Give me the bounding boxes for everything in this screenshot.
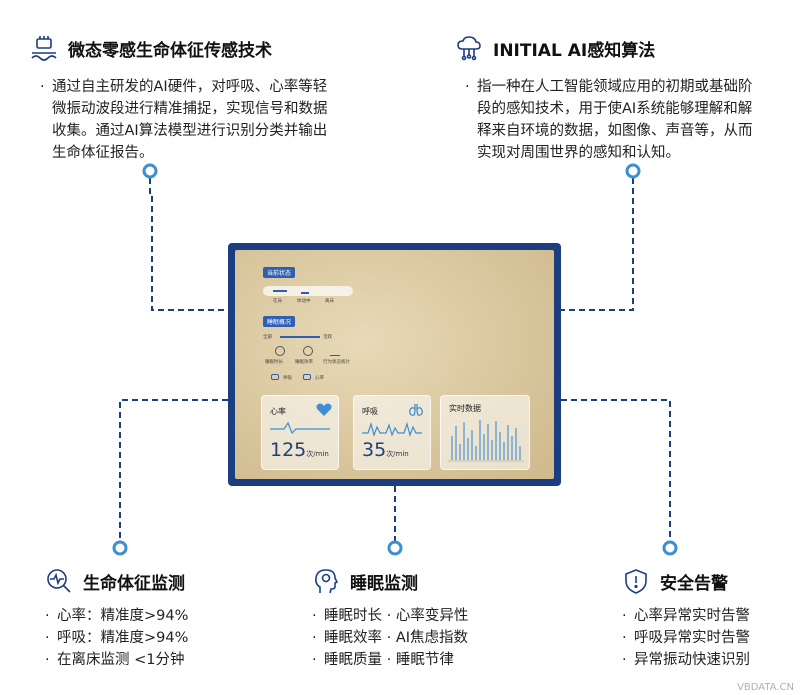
block-safety-alert-title: 安全告警 xyxy=(660,573,728,594)
heart-rate-unit: 次/min xyxy=(306,450,329,458)
sleep-label: 睡眠概况 xyxy=(263,316,296,327)
block-sleep-monitoring-title: 睡眠监测 xyxy=(350,573,418,594)
clock-icon xyxy=(275,346,285,356)
status-bar xyxy=(263,286,353,296)
heart-rate-card-label: 心率 xyxy=(270,407,286,416)
sleep-scale-left: 全部 xyxy=(263,335,272,340)
breath-tag: 呼吸 xyxy=(283,376,292,381)
block-safety-alert: 安全告警 ·心率异常实时告警 ·呼吸异常实时告警 ·异常振动快速识别 xyxy=(622,567,792,671)
vital-monitoring-item: 在离床监测 <1分钟 xyxy=(57,652,185,668)
node-bottom-mid xyxy=(387,540,403,556)
status-item: 在床 xyxy=(273,299,282,304)
sleep-monitoring-item: 睡眠质量 · 睡眠节律 xyxy=(324,652,454,668)
safety-alert-item: 心率异常实时告警 xyxy=(634,608,750,624)
block-vital-sensing-line: 通过自主研发的AI硬件，对呼吸、心率等轻 xyxy=(52,79,328,95)
cloud-network-icon xyxy=(455,34,483,62)
status-item: 体动中 xyxy=(297,299,311,304)
vital-monitoring-item: 心率：精准度>94% xyxy=(57,608,189,624)
breath-wave xyxy=(362,421,422,437)
vital-monitoring-item: 呼吸：精准度>94% xyxy=(57,630,189,646)
head-brain-icon xyxy=(312,567,340,595)
node-bottom-left xyxy=(112,540,128,556)
realtime-data-label: 实时数据 xyxy=(449,404,481,413)
heart-icon xyxy=(316,402,332,416)
block-vital-sensing-line: 收集。通过AI算法模型进行识别分类并输出 xyxy=(52,123,328,139)
vital-search-icon xyxy=(45,567,73,595)
block-ai-perception-line: 段的感知技术，用于使AI系统能够理解和解 xyxy=(477,101,753,117)
block-ai-perception-title: INITIAL AI感知算法 xyxy=(493,40,656,61)
connector-top-left xyxy=(149,178,228,311)
sleep-item: 睡眠时长 xyxy=(265,360,283,365)
status-item: 离床 xyxy=(325,299,334,304)
heart-tag: 心率 xyxy=(315,376,324,381)
safety-alert-item: 呼吸异常实时告警 xyxy=(634,630,750,646)
block-ai-perception-line: 释来自环境的数据，如图像、声音等，从而 xyxy=(477,123,753,139)
heart-tag-icon xyxy=(303,374,311,380)
lung-tag-icon xyxy=(271,374,279,380)
block-vital-sensing-line: 生命体征报告。 xyxy=(52,145,154,161)
heart-rate-card: 心率 125次/min xyxy=(261,395,339,470)
block-ai-perception-line: 实现对周围世界的感知和认知。 xyxy=(477,145,680,161)
block-vital-monitoring-title: 生命体征监测 xyxy=(83,573,185,594)
block-ai-perception: INITIAL AI感知算法 ·指一种在人工智能领域应用的初期或基础阶 段的感知… xyxy=(455,34,775,164)
lung-icon xyxy=(408,402,424,416)
sleep-monitoring-item: 睡眠时长 · 心率变异性 xyxy=(324,608,469,624)
status-label: 当前状态 xyxy=(263,267,296,278)
device-screen: 当前状态 在床 体动中 离床 睡眠概况 全部 活跃 睡眠时长 睡眠效率 行为状态… xyxy=(235,250,554,479)
heart-rate-wave xyxy=(270,421,330,435)
breath-value: 35 xyxy=(362,439,387,461)
sleep-scale-right: 活跃 xyxy=(323,335,332,340)
sleep-item: 行为状态统计 xyxy=(323,360,350,365)
block-sleep-monitoring: 睡眠监测 ·睡眠时长 · 心率变异性 ·睡眠效率 · AI焦虑指数 ·睡眠质量 … xyxy=(312,567,532,671)
device-frame: 当前状态 在床 体动中 离床 睡眠概况 全部 活跃 睡眠时长 睡眠效率 行为状态… xyxy=(228,243,561,486)
breath-unit: 次/min xyxy=(386,450,409,458)
pie-icon xyxy=(303,346,313,356)
breath-card: 呼吸 35次/min xyxy=(353,395,431,470)
breath-card-label: 呼吸 xyxy=(362,407,378,416)
sleep-monitoring-item: 睡眠效率 · AI焦虑指数 xyxy=(324,630,469,646)
node-top-right xyxy=(625,163,641,179)
shield-alert-icon xyxy=(622,567,650,595)
heart-rate-value: 125 xyxy=(270,439,307,461)
connector-bottom-right xyxy=(561,399,671,543)
block-vital-monitoring: 生命体征监测 ·心率：精准度>94% ·呼吸：精准度>94% ·在离床监测 <1… xyxy=(45,567,265,671)
block-ai-perception-line: 指一种在人工智能领域应用的初期或基础阶 xyxy=(477,79,753,95)
sleep-scale-bar xyxy=(280,336,320,338)
realtime-data-card: 实时数据 xyxy=(440,395,530,470)
node-top-left xyxy=(142,163,158,179)
realtime-bars xyxy=(448,420,524,462)
sleep-item: 睡眠效率 xyxy=(295,360,313,365)
connector-bottom-left xyxy=(119,399,228,543)
safety-alert-item: 异常振动快速识别 xyxy=(634,652,750,668)
watermark: VBDATA.CN xyxy=(737,682,794,693)
block-vital-sensing-title: 微态零感生命体征传感技术 xyxy=(68,40,272,61)
bars-icon xyxy=(330,346,340,356)
node-bottom-right xyxy=(662,540,678,556)
block-vital-sensing-line: 微振动波段进行精准捕捉，实现信号和数据 xyxy=(52,101,328,117)
chip-wave-icon xyxy=(30,34,58,62)
block-vital-sensing: 微态零感生命体征传感技术 ·通过自主研发的AI硬件，对呼吸、心率等轻 微振动波段… xyxy=(30,34,330,164)
connector-top-right xyxy=(561,178,634,311)
